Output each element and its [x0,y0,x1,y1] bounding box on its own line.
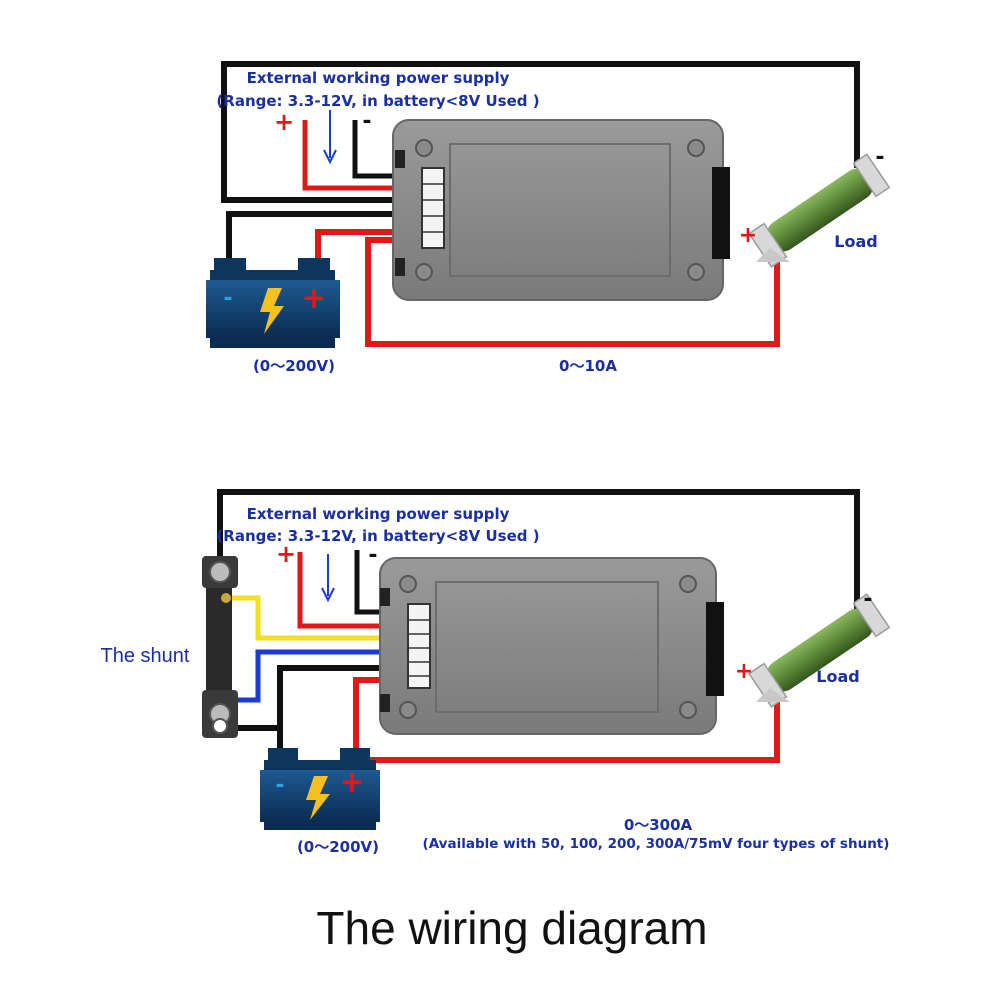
load-resistor-2 [748,593,891,708]
screw-2a [399,575,417,593]
supply-title-1: External working power supply [247,69,510,87]
wire-red-supply-positive-2 [297,552,415,629]
load-resistor-1 [748,153,891,268]
terminal-block-2 [407,603,431,689]
terminal-block-1 [421,167,445,249]
wire-black-load-negative [221,61,860,203]
load-minus-1: - [875,145,884,170]
wire-red-load-loop [365,234,780,347]
wire-yellow-shunt [226,595,415,641]
battery-range-2: (0～200V) [297,838,379,856]
screw-1c [415,263,433,281]
battery-1 [206,258,340,348]
wire-blue-shunt [226,649,415,703]
load-label-1: Load [834,232,877,251]
load-plus-2: + [735,659,753,684]
diagram-2: External working power supply (Range: 3.… [101,489,891,856]
lightning-icon [260,288,284,334]
diagram-1: External working power supply (Range: 3.… [206,61,891,375]
wire-red-supply-positive [302,120,430,191]
supply-range-1: (Range: 3.3-12V, in battery<8V Used ) [216,92,539,110]
screw-1b [687,139,705,157]
shunt-note: (Available with 50, 100, 200, 300A/75mV … [423,836,890,852]
battery-2 [260,748,380,830]
wires-1 [221,61,860,347]
battery-plus-2: + [339,765,364,800]
page-title: The wiring diagram [316,902,707,954]
shunt-label: The shunt [101,645,190,667]
supply-range-2: (Range: 3.3-12V, in battery<8V Used ) [216,527,539,545]
wire-black-battery-negative-2 [224,665,415,731]
supply-arrow-1 [323,110,337,165]
supply-minus-2: - [368,543,377,568]
current-range-1: 0～10A [559,357,617,375]
screw-1d [687,263,705,281]
load-label-2: Load [816,667,859,686]
supply-title-2: External working power supply [247,505,510,523]
wire-black-load-negative-2 [217,489,860,612]
load-plus-1: + [739,223,757,248]
battery-plus-1: + [301,281,326,316]
screw-2d [679,701,697,719]
load-minus-2: - [863,587,872,612]
screw-2b [679,575,697,593]
lightning-icon-2 [306,776,330,820]
meter-2 [379,557,724,735]
supply-minus-1: - [362,109,371,134]
meter-1 [392,119,730,301]
supply-plus-2: + [276,540,296,568]
screw-2c [399,701,417,719]
battery-minus-1: - [223,286,232,311]
supply-plus-1: + [274,108,294,136]
screw-1a [415,139,433,157]
battery-range-1: (0～200V) [253,357,335,375]
supply-arrow-2 [321,554,335,603]
shunt [202,556,238,738]
current-range-2: 0～300A [624,816,693,834]
wire-black-battery-negative [226,211,430,272]
battery-minus-2: - [275,773,284,798]
